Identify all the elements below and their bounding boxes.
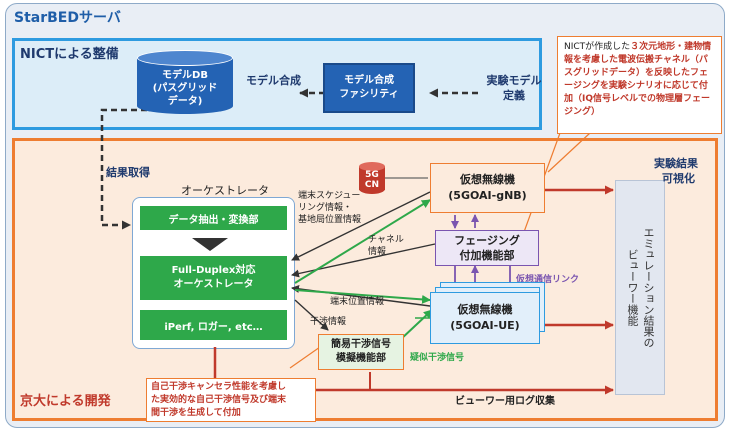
nict-box (12, 38, 542, 130)
terminal-schedule-line1: 端末スケジュー (298, 191, 361, 201)
model-db[interactable]: モデルDB (パスグリッド データ) (137, 50, 233, 116)
viewer-box[interactable] (615, 180, 665, 395)
note-red-line3: 間干渉を生成して付加 (151, 408, 241, 418)
simple-interference-box[interactable]: 簡易干渉信号 模擬機能部 (318, 334, 404, 370)
channel-info-line1: チャネル (368, 235, 404, 245)
result-fetch-label: 結果取得 (106, 166, 150, 179)
model-facility-line1: モデル合成 (344, 75, 394, 86)
model-db-bottom (137, 98, 233, 114)
terminal-schedule-label: 端末スケジュー リング情報・ 基地局位置情報 (298, 190, 408, 226)
pseudo-interference-label: 疑似干渉信号 (410, 353, 465, 363)
viewer-label: エミュレーション結果の ビューワー機能 (615, 180, 665, 395)
terminal-schedule-line3: 基地局位置情報 (298, 215, 362, 225)
experiment-model-def-line2: 定義 (503, 89, 525, 102)
full-duplex-box[interactable]: Full-Duplex対応 オーケストレータ (140, 256, 287, 300)
model-facility-line2: ファシリティ (339, 89, 399, 100)
virtual-link-label: 仮想通信リンク (516, 275, 580, 285)
experiment-result-label: 実験結果 可視化 (654, 156, 724, 186)
kyoto-title: 京大による開発 (20, 394, 111, 409)
self-interference-note: 自己干渉キャンセラ性能を考慮し た実効的な自己干渉信号及び端末 間干渉を生成して… (146, 378, 316, 422)
model-db-top (137, 50, 233, 66)
ue-line1: 仮想無線機 (457, 303, 513, 316)
experiment-model-def-line1: 実験モデル (486, 74, 542, 87)
nict-callout-note: NICTが作成した３次元地形・建物情報を考慮した電波伝搬チャネル（パスグリッドデ… (557, 36, 722, 134)
model-db-line2: (パスグリッド (152, 82, 218, 94)
model-synthesis-label: モデル合成 (246, 74, 301, 87)
viewer-line2: ビューワー機能 (626, 249, 639, 326)
starbed-title: StarBEDサーバ (14, 10, 121, 26)
experiment-result-line2: 可視化 (662, 172, 695, 185)
orchestrator-title: オーケストレータ (181, 184, 269, 197)
fiveg-cn-bottom (359, 184, 385, 194)
full-duplex-line2: オーケストレータ (173, 279, 254, 290)
viewer-line1: エミュレーション結果の (642, 227, 655, 348)
channel-info-line2: 情報 (368, 247, 387, 257)
interference-info-label: 干渉情報 (310, 317, 347, 327)
fading-line2: 付加機能部 (459, 249, 515, 262)
note-red-line1: 自己干渉キャンセラ性能を考慮し (151, 382, 287, 392)
model-db-label: モデルDB (パスグリッド データ) (137, 66, 233, 110)
note-red-line2: た実効的な自己干渉信号及び端末 (151, 395, 287, 405)
model-db-line3: データ) (167, 95, 203, 107)
terminal-pos-label: 端末位置情報 (330, 297, 385, 307)
fiveg-cn-top (359, 162, 385, 171)
nict-title: NICTによる整備 (20, 47, 119, 62)
nict-callout-highlight: ３次元地形・建物情報を考慮した電波伝搬チャネル（パスグリッドデータ）を反映したフ… (564, 42, 712, 117)
model-facility-box[interactable]: モデル合成 ファシリティ (323, 63, 415, 113)
fiveg-cn-line2: CN (364, 180, 380, 190)
fading-line1: フェージング (454, 234, 520, 247)
terminal-schedule-line2: リング情報・ (298, 203, 353, 213)
simple-interference-line1: 簡易干渉信号 (331, 339, 391, 350)
data-extract-box[interactable]: データ抽出・変換部 (140, 206, 287, 230)
fiveg-cn-line1: 5G (365, 170, 379, 180)
gnb-box[interactable]: 仮想無線機 (5GOAI-gNB) (430, 163, 545, 213)
fiveg-cn-label: 5G CN (359, 169, 385, 191)
viewer-text: エミュレーション結果の ビューワー機能 (624, 227, 656, 348)
fiveg-cn-cylinder[interactable]: 5G CN (359, 162, 385, 194)
simple-interference-line2: 模擬機能部 (336, 353, 386, 364)
channel-info-label: チャネル 情報 (368, 234, 408, 258)
full-duplex-line1: Full-Duplex対応 (171, 265, 256, 276)
viewer-log-label: ビューワー用ログ収集 (455, 396, 555, 407)
experiment-result-line1: 実験結果 (654, 157, 698, 170)
fading-box[interactable]: フェージング 付加機能部 (435, 230, 539, 266)
experiment-model-def: 実験モデル 定義 (478, 70, 550, 106)
down-triangle-icon (192, 238, 228, 251)
ue-box[interactable]: 仮想無線機 (5GOAI-UE) (430, 292, 540, 344)
model-db-line1: モデルDB (162, 69, 208, 81)
gnb-line1: 仮想無線機 (460, 173, 515, 186)
ue-line2: (5GOAI-UE) (450, 319, 520, 332)
nict-callout-plain: NICTが作成した (564, 42, 631, 52)
gnb-line2: (5GOAI-gNB) (448, 189, 527, 202)
iperf-logger-box[interactable]: iPerf, ロガー, etc… (140, 310, 287, 340)
